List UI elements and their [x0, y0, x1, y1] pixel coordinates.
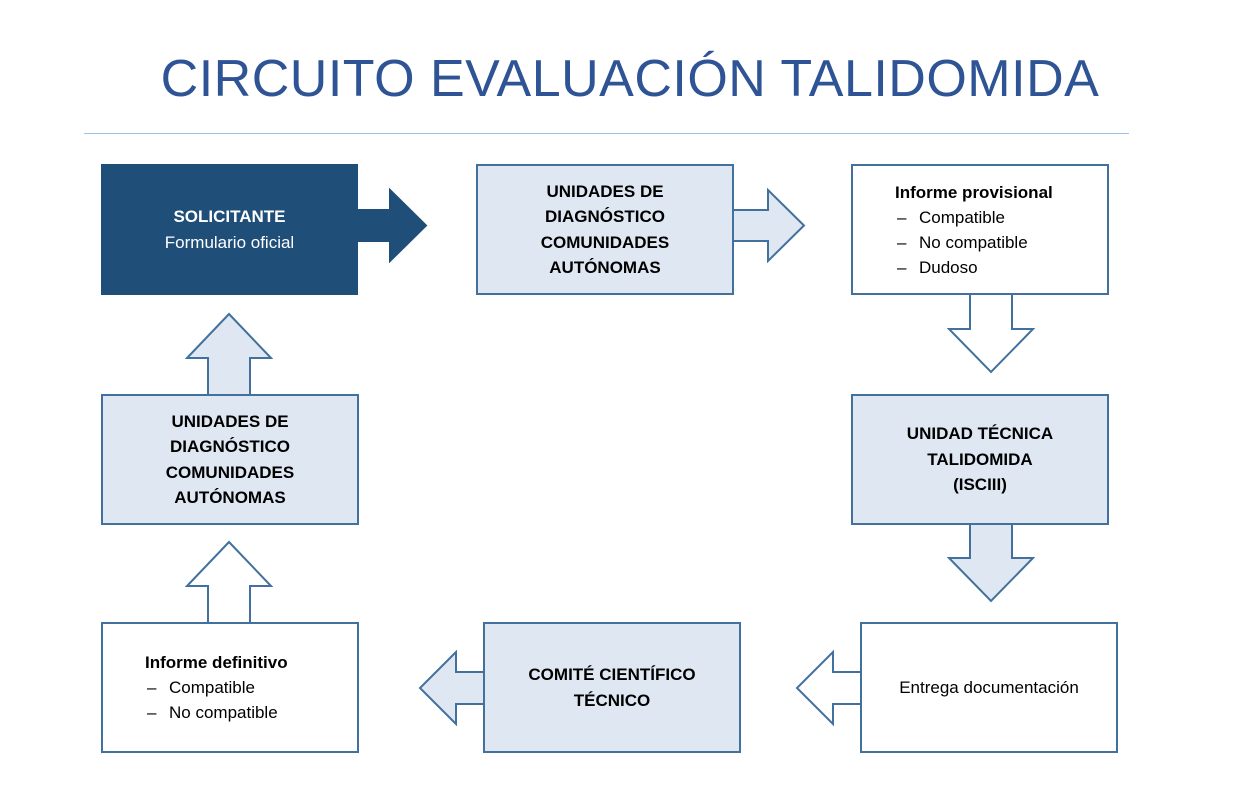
- entrega-documentacion-label: Entrega documentación: [899, 677, 1079, 697]
- page-title: CIRCUITO EVALUACIÓN TALIDOMIDA: [160, 50, 1100, 108]
- list-dash-icon: –: [897, 257, 907, 277]
- informe-provisional-item-0: –Compatible: [895, 205, 1005, 230]
- entrega-documentacion-node[interactable]: Entrega documentación: [860, 622, 1118, 753]
- solicitante-line-1: SOLICITANTE: [173, 207, 286, 226]
- comite-cientifico-tecnico-node[interactable]: COMITÉ CIENTÍFICO TÉCNICO: [483, 622, 741, 753]
- arrow-up-unidades-mid-to-solicitante: [185, 312, 273, 402]
- arrow-right-solicitante-to-unidades: [350, 188, 428, 263]
- list-dash-icon: –: [147, 678, 157, 697]
- informe-provisional-item-1: –No compatible: [895, 230, 1028, 255]
- unidad-tecnica-line-3: (ISCIII): [953, 475, 1007, 495]
- informe-definitivo-item-0-label: Compatible: [169, 678, 255, 697]
- unidad-tecnica-line-1: UNIDAD TÉCNICA: [906, 424, 1054, 444]
- list-dash-icon: –: [897, 232, 907, 252]
- informe-definitivo-item-1: –No compatible: [145, 700, 278, 725]
- informe-provisional-item-0-label: Compatible: [919, 207, 1005, 227]
- informe-definitivo-heading: Informe definitivo: [145, 653, 288, 672]
- unidades-diagnostico-mid-node[interactable]: UNIDADES DE DIAGNÓSTICO COMUNIDADES AUTÓ…: [101, 394, 359, 525]
- informe-definitivo-node[interactable]: Informe definitivo –Compatible –No compa…: [101, 622, 359, 753]
- informe-provisional-heading: Informe provisional: [895, 182, 1053, 202]
- informe-provisional-node[interactable]: Informe provisional –Compatible –No comp…: [851, 164, 1109, 295]
- unidades-top-line-2: DIAGNÓSTICO: [545, 207, 665, 226]
- unidad-tecnica-talidomida-node[interactable]: UNIDAD TÉCNICA TALIDOMIDA (ISCIII): [851, 394, 1109, 525]
- informe-provisional-item-1-label: No compatible: [919, 232, 1028, 252]
- comite-line-1: COMITÉ CIENTÍFICO: [528, 665, 696, 684]
- unidades-top-line-1: UNIDADES DE: [546, 181, 664, 201]
- unidades-mid-line-3: COMUNIDADES: [165, 462, 295, 482]
- informe-definitivo-item-0: –Compatible: [145, 675, 255, 700]
- title-divider: [84, 133, 1129, 134]
- arrow-right-unidades-to-informe-provisional: [728, 188, 806, 263]
- comite-line-2: TÉCNICO: [573, 690, 651, 710]
- arrow-up-informe-definitivo-to-unidades-mid: [185, 540, 273, 630]
- unidad-tecnica-line-2: TALIDOMIDA: [927, 449, 1033, 469]
- unidades-diagnostico-top-node[interactable]: UNIDADES DE DIAGNÓSTICO COMUNIDADES AUTÓ…: [476, 164, 734, 295]
- arrow-down-informe-provisional-to-unidad-tecnica: [947, 287, 1035, 374]
- unidades-mid-line-2: DIAGNÓSTICO: [170, 437, 290, 456]
- informe-provisional-item-2: –Dudoso: [895, 255, 978, 280]
- unidades-mid-line-1: UNIDADES DE: [171, 411, 289, 431]
- list-dash-icon: –: [897, 207, 907, 227]
- list-dash-icon: –: [147, 703, 157, 722]
- informe-provisional-item-2-label: Dudoso: [919, 257, 978, 277]
- arrow-down-unidad-tecnica-to-entrega: [947, 516, 1035, 603]
- informe-definitivo-item-1-label: No compatible: [169, 703, 278, 722]
- unidades-mid-line-4: AUTÓNOMAS: [174, 488, 286, 507]
- solicitante-line-2: Formulario oficial: [164, 232, 295, 252]
- unidades-top-line-3: COMUNIDADES: [540, 232, 670, 252]
- unidades-top-line-4: AUTÓNOMAS: [549, 258, 661, 277]
- solicitante-node[interactable]: SOLICITANTE Formulario oficial: [101, 164, 358, 295]
